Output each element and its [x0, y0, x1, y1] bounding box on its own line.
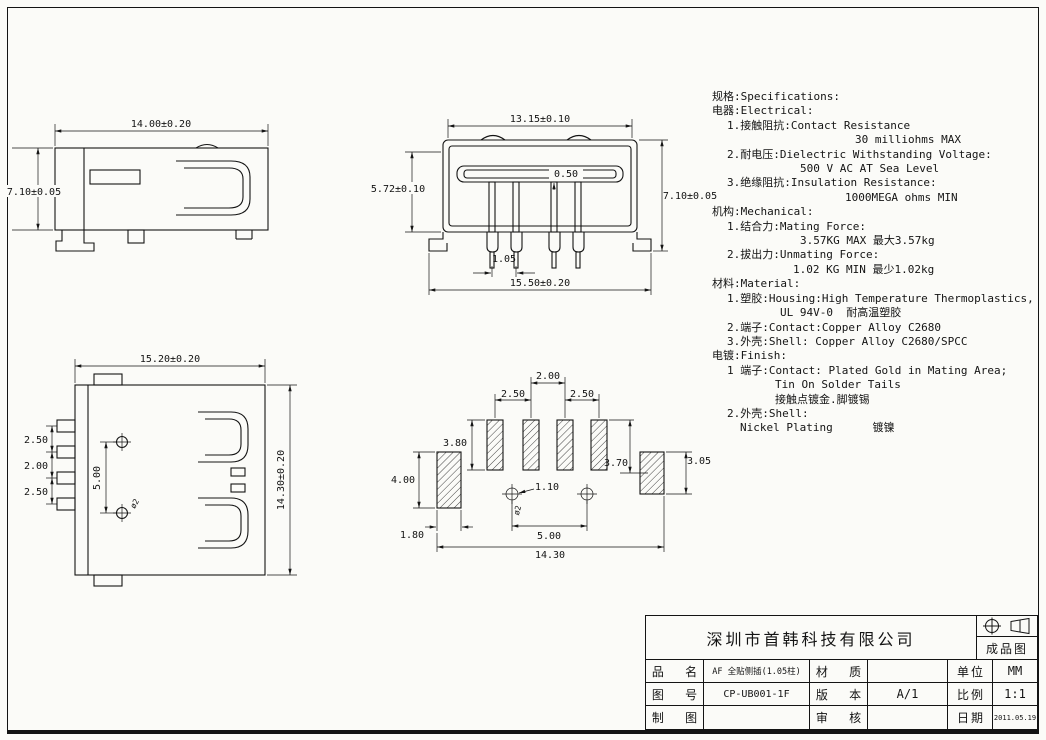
dim-front-height-left: 5.72±0.10 — [371, 184, 425, 195]
dim-top-pitch1: 2.50 — [24, 435, 48, 446]
dim-side-width: 14.00±0.20 — [131, 119, 191, 130]
dim-foot-left-pad-width: 1.80 — [400, 530, 424, 541]
dim-front-pitch: 1.05 — [492, 254, 516, 265]
field-scale-value: 1:1 — [993, 683, 1037, 706]
drawing-type: 成品图 — [985, 641, 1028, 656]
company-name: 深圳市首韩科技有限公司 — [706, 629, 916, 649]
title-block: 深圳市首韩科技有限公司 成品图 品 名 — [645, 615, 1038, 730]
field-checker-value — [868, 706, 948, 729]
field-drawing-no-value: CP-UB001-1F — [704, 683, 810, 706]
field-checker-label: 审 核 — [810, 706, 868, 729]
dim-top-pitch3: 2.50 — [24, 487, 48, 498]
field-date-label: 日期 — [948, 706, 993, 729]
dim-foot-left-pad-height: 4.00 — [391, 475, 415, 486]
field-part-name-value: AF 全贴侧插(1.05柱) — [704, 660, 810, 683]
field-version-label: 版 本 — [810, 683, 868, 706]
spec-line: UL 94V-0 耐高温塑胶 — [780, 306, 902, 320]
spec-line: 1000MEGA ohms MIN — [845, 190, 958, 204]
field-date-value: 2011.05.19 — [993, 713, 1037, 722]
dim-foot-gap-right: 3.70 — [604, 458, 628, 469]
dim-top-hole-pitch: 5.00 — [92, 466, 103, 490]
field-drawing-no-label: 图 号 — [646, 683, 704, 706]
dim-front-slot: 0.50 — [554, 169, 578, 180]
dim-foot-hole-dia: ø2 — [512, 504, 523, 516]
spec-line: 2.外壳:Shell: — [727, 406, 809, 420]
side-view: 14.00±0.20 7.10±0.05 — [6, 119, 269, 252]
spec-line: 电镀:Finish: — [712, 349, 787, 363]
spec-line: 30 milliohms MAX — [855, 133, 961, 147]
spec-line: 2.耐电压:Dielectric Withstanding Voltage: — [727, 147, 992, 161]
dim-foot-pitch-mid: 2.00 — [536, 371, 560, 382]
spec-line: 2.拔出力:Unmating Force: — [727, 248, 880, 262]
field-material-value — [868, 660, 948, 683]
spec-line: 机构:Mechanical: — [712, 205, 814, 219]
spec-line: 2.端子:Contact:Copper Alloy C2680 — [727, 320, 942, 334]
spec-line: 3.57KG MAX 最大3.57kg — [800, 234, 935, 248]
front-view: 13.15±0.10 0.50 1.05 15.50±0.20 5.72±0.1… — [370, 114, 717, 295]
field-part-name-label: 品 名 — [646, 660, 704, 683]
dim-top-hole-dia: ø2 — [129, 497, 142, 510]
field-material-label: 材 质 — [810, 660, 868, 683]
dim-foot-pad-height: 3.80 — [443, 438, 467, 449]
field-version-value: A/1 — [868, 683, 948, 706]
third-angle-projection-icon — [977, 616, 1037, 637]
dim-top-pitch2: 2.00 — [24, 461, 48, 472]
spec-line: 规格:Specifications: — [712, 90, 840, 103]
field-draftsman-value — [704, 706, 810, 729]
dim-foot-hole-ref: 1.10 — [535, 482, 559, 493]
dim-top-height: 14.30±0.20 — [276, 450, 287, 510]
dim-foot-pitch-left: 2.50 — [501, 389, 525, 400]
dim-front-width-top: 13.15±0.10 — [510, 114, 570, 125]
dim-foot-pitch-right: 2.50 — [570, 389, 594, 400]
spec-line: 接触点镀金.脚镀锡 — [775, 392, 870, 406]
spec-line: 1.结合力:Mating Force: — [727, 219, 866, 233]
spec-line: 电器:Electrical: — [712, 104, 814, 118]
spec-line: 3.绝缘阻抗:Insulation Resistance: — [727, 176, 937, 190]
footprint-view: 2.00 2.50 2.50 3.80 4.00 1.80 3.70 3.05 … — [391, 371, 711, 561]
spec-line: 3.外壳:Shell: Copper Alloy C2680/SPCC — [727, 334, 968, 348]
spec-line: 1.接触阻抗:Contact Resistance — [727, 118, 911, 132]
spec-line: 1.02 KG MIN 最少1.02kg — [793, 262, 935, 276]
top-view: 15.20±0.20 14.30±0.20 2.50 2.00 2.50 5.0… — [24, 354, 297, 587]
dim-foot-right-pad-height: 3.05 — [687, 456, 711, 467]
dim-foot-total-width: 14.30 — [535, 550, 565, 561]
field-unit-label: 单位 — [948, 660, 993, 683]
spec-line: 500 V AC AT Sea Level — [800, 162, 940, 176]
dim-foot-hole-pitch: 5.00 — [537, 531, 561, 542]
specifications-panel: 规格:Specifications: 电器:Electrical: 1.接触阻抗… — [712, 90, 1042, 436]
spec-line: 1.塑胶:Housing:High Temperature Thermoplas… — [727, 291, 1034, 305]
dim-front-width-bottom: 15.50±0.20 — [510, 278, 570, 289]
field-scale-label: 比例 — [948, 683, 993, 706]
dim-front-height-right: 7.10±0.05 — [663, 191, 717, 202]
dim-side-height: 7.10±0.05 — [7, 187, 61, 198]
spec-line: Tin On Solder Tails — [775, 378, 901, 392]
field-unit-value: MM — [993, 660, 1037, 683]
spec-line: Nickel Plating 镀镍 — [740, 421, 895, 435]
dim-top-width: 15.20±0.20 — [140, 354, 200, 365]
spec-line: 材料:Material: — [712, 277, 801, 291]
spec-line: 1 端子:Contact: Plated Gold in Mating Area… — [727, 363, 1008, 377]
border-accent-bar — [7, 730, 1039, 734]
field-draftsman-label: 制 图 — [646, 706, 704, 729]
